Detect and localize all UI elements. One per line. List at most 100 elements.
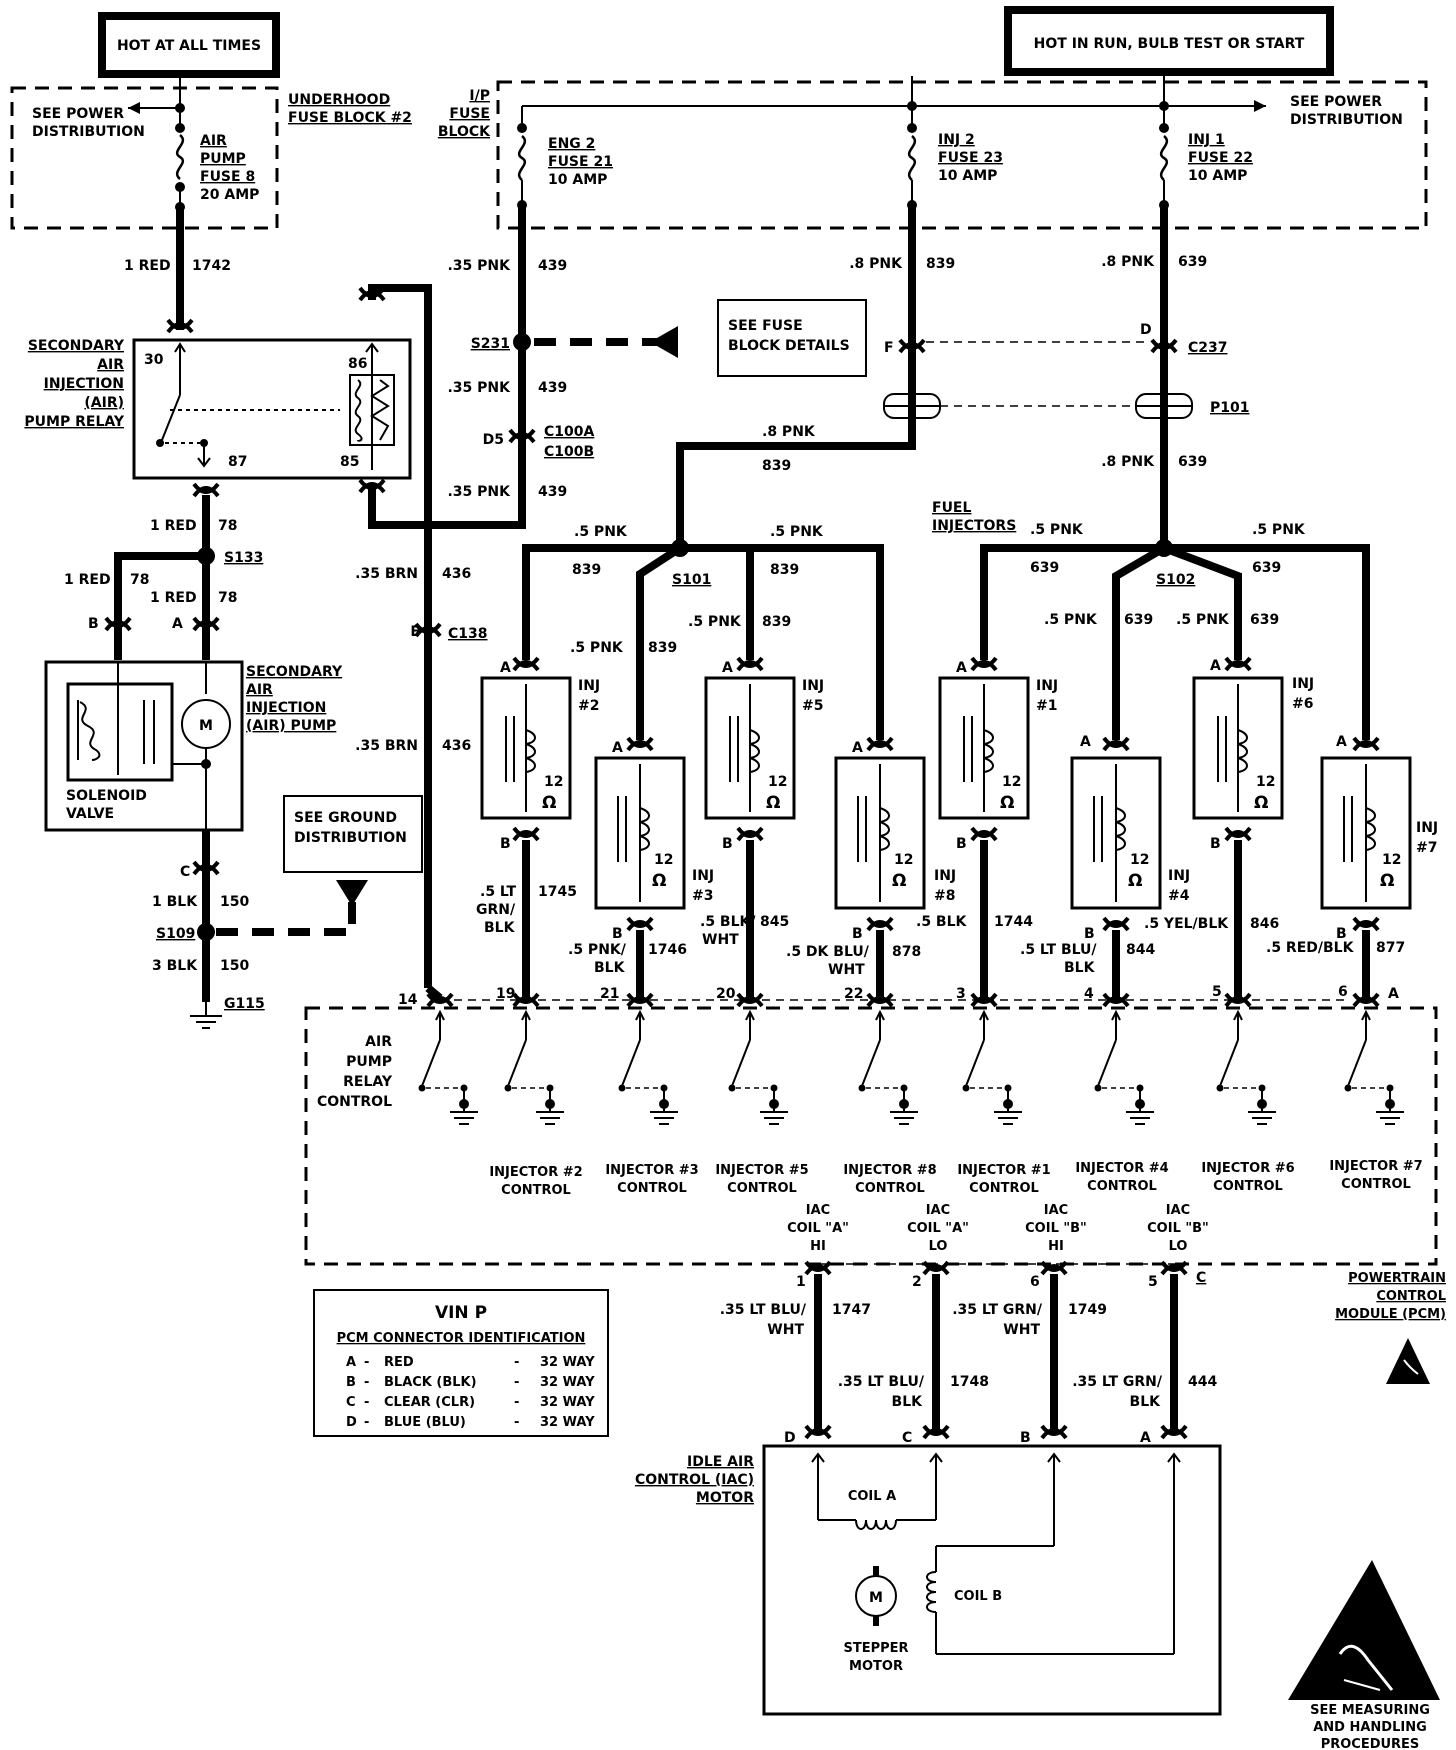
inj3-label-word: INJ — [692, 868, 714, 884]
wire-845-g2: WHT — [702, 932, 739, 948]
wire-1746-g1: .5 PNK/ — [568, 942, 627, 958]
svg-text:-: - — [514, 1415, 519, 1430]
esd-label-3: PROCEDURES — [1321, 1737, 1420, 1750]
wire-878-num: 878 — [892, 944, 921, 960]
pcm-pin-20: 20 — [716, 986, 736, 1002]
iac-b-hi-1: IAC — [1044, 1203, 1068, 1218]
wire-878-g2: WHT — [828, 962, 865, 978]
c138-label: C138 — [448, 626, 488, 642]
pcm-connector-c: C — [1196, 1270, 1206, 1286]
hot-at-all-times-box: HOT AT ALL TIMES — [98, 12, 280, 78]
inj6-pin-a: A — [1210, 658, 1221, 674]
terminal-85: 85 — [340, 454, 359, 470]
splice-s101: S101 — [672, 572, 711, 588]
inj4-control-word: CONTROL — [1087, 1179, 1157, 1194]
inj1-pin-b: B — [956, 836, 967, 852]
inj1-pin-a: A — [956, 660, 967, 676]
wire-1746-num: 1746 — [648, 942, 687, 958]
iac-pcm-connectors — [804, 1260, 1188, 1440]
iac-motor-pin-c: C — [902, 1430, 912, 1446]
wire-1749-g1: .35 LT GRN/ — [952, 1302, 1043, 1318]
wire-845-num: 845 — [760, 914, 789, 930]
svg-text:A: A — [346, 1355, 356, 1370]
inj1-control-word: CONTROL — [969, 1181, 1039, 1196]
see-power-dist-label: DISTRIBUTION — [32, 124, 145, 140]
inj4-pin-b: B — [1084, 926, 1095, 942]
vin-title: VIN P — [435, 1303, 487, 1323]
c237-pin-f: F — [884, 340, 894, 356]
ground-g115: G115 — [224, 996, 265, 1012]
inj3-label-num: #3 — [692, 888, 713, 904]
pcm-pin-3: 3 — [956, 986, 966, 1002]
pcm-pin-4: 4 — [1084, 986, 1094, 1002]
fuse-inj1 — [1159, 106, 1169, 210]
hot-in-run-box: HOT IN RUN, BULB TEST OR START — [1004, 6, 1334, 76]
inj8-control-label: INJECTOR #8 — [843, 1163, 936, 1178]
pump-label-1: SECONDARY — [246, 664, 343, 680]
inj8-control-word: CONTROL — [855, 1181, 925, 1196]
inj7-label-word: INJ — [1416, 820, 1438, 836]
relay-label-1: SECONDARY — [28, 338, 125, 354]
inj5-pin-b: B — [722, 836, 733, 852]
wire-1745-g2: GRN/ — [476, 902, 516, 918]
iac-b-lo-1: IAC — [1166, 1203, 1190, 1218]
c100b-label: C100B — [544, 444, 594, 460]
solenoid-label-1: SOLENOID — [66, 788, 147, 804]
pump-pin-c: C — [180, 864, 190, 880]
wire-439b-num: 439 — [538, 380, 567, 396]
injector-8 — [834, 736, 926, 932]
wire-1747-g1: .35 LT BLU/ — [720, 1302, 807, 1318]
inj7-pin-b: B — [1336, 926, 1347, 942]
svg-text:32 WAY: 32 WAY — [540, 1355, 595, 1370]
wire-439c-num: 439 — [538, 484, 567, 500]
iac-a-hi-1: IAC — [806, 1203, 830, 1218]
iac-a-hi-3: HI — [810, 1239, 826, 1254]
esd-label-2: AND HANDLING — [1313, 1720, 1427, 1735]
wire-845-g1: .5 BLK/ — [700, 914, 756, 930]
inj3-gauge-a: .5 PNK — [570, 640, 624, 656]
fuse22-label: FUSE 22 — [1188, 150, 1253, 166]
injector-2 — [480, 656, 572, 842]
inj5-control-label: INJECTOR #5 — [715, 1163, 808, 1178]
wire-839b-gauge: .8 PNK — [762, 424, 816, 440]
wire-444-g1: .35 LT GRN/ — [1072, 1374, 1163, 1390]
inj5-label-word: INJ — [802, 678, 824, 694]
wire-436-num-b: 436 — [442, 738, 471, 754]
c100-pin-d5: D5 — [483, 432, 504, 448]
inj5-pin-a: A — [722, 660, 733, 676]
iac-internals — [811, 1452, 1181, 1655]
inj8-label-word: INJ — [934, 868, 956, 884]
inj2-ohm-val: 12 — [544, 774, 563, 790]
inj2-ohm-sym: Ω — [542, 793, 556, 813]
bus-num-1: 839 — [572, 562, 601, 578]
inj5-ohm-sym: Ω — [766, 793, 780, 813]
terminal-87: 87 — [228, 454, 247, 470]
see-power-label: SEE POWER — [32, 106, 124, 122]
pump-pin-a: A — [172, 616, 183, 632]
wire-1749-num: 1749 — [1068, 1302, 1107, 1318]
inj1-control-label: INJECTOR #1 — [957, 1163, 1050, 1178]
relay-label-5: PUMP RELAY — [24, 414, 124, 430]
wire-444-g2: BLK — [1130, 1394, 1162, 1410]
iac-pin-6: 6 — [1030, 1274, 1040, 1290]
bus-gauge-4: .5 PNK — [1252, 522, 1306, 538]
iac-b-lo-3: LO — [1169, 1239, 1188, 1254]
fuse21-label: FUSE 21 — [548, 154, 613, 170]
inj7-control-word: CONTROL — [1341, 1177, 1411, 1192]
ip-fuse-label-1: I/P — [469, 88, 490, 104]
svg-text:-: - — [514, 1395, 519, 1410]
iac-motor-label-1: IDLE AIR — [687, 1454, 754, 1470]
wire-439c-gauge: .35 PNK — [447, 484, 511, 500]
see-ground-box — [283, 795, 423, 873]
wire-1748-g1: .35 LT BLU/ — [838, 1374, 925, 1390]
svg-text:32 WAY: 32 WAY — [540, 1375, 595, 1390]
esd-warning-icon — [1288, 1560, 1440, 1700]
pcm-pin-6: 6 — [1338, 984, 1348, 1000]
inj3-control-word: CONTROL — [617, 1181, 687, 1196]
inj7-pin-a: A — [1336, 734, 1347, 750]
fuse23-amp: 10 AMP — [938, 168, 997, 184]
stepper-label-1: STEPPER — [843, 1641, 908, 1656]
pcm-label-1: POWERTRAIN — [1348, 1271, 1446, 1286]
inj7-control-label: INJECTOR #7 — [1329, 1159, 1422, 1174]
